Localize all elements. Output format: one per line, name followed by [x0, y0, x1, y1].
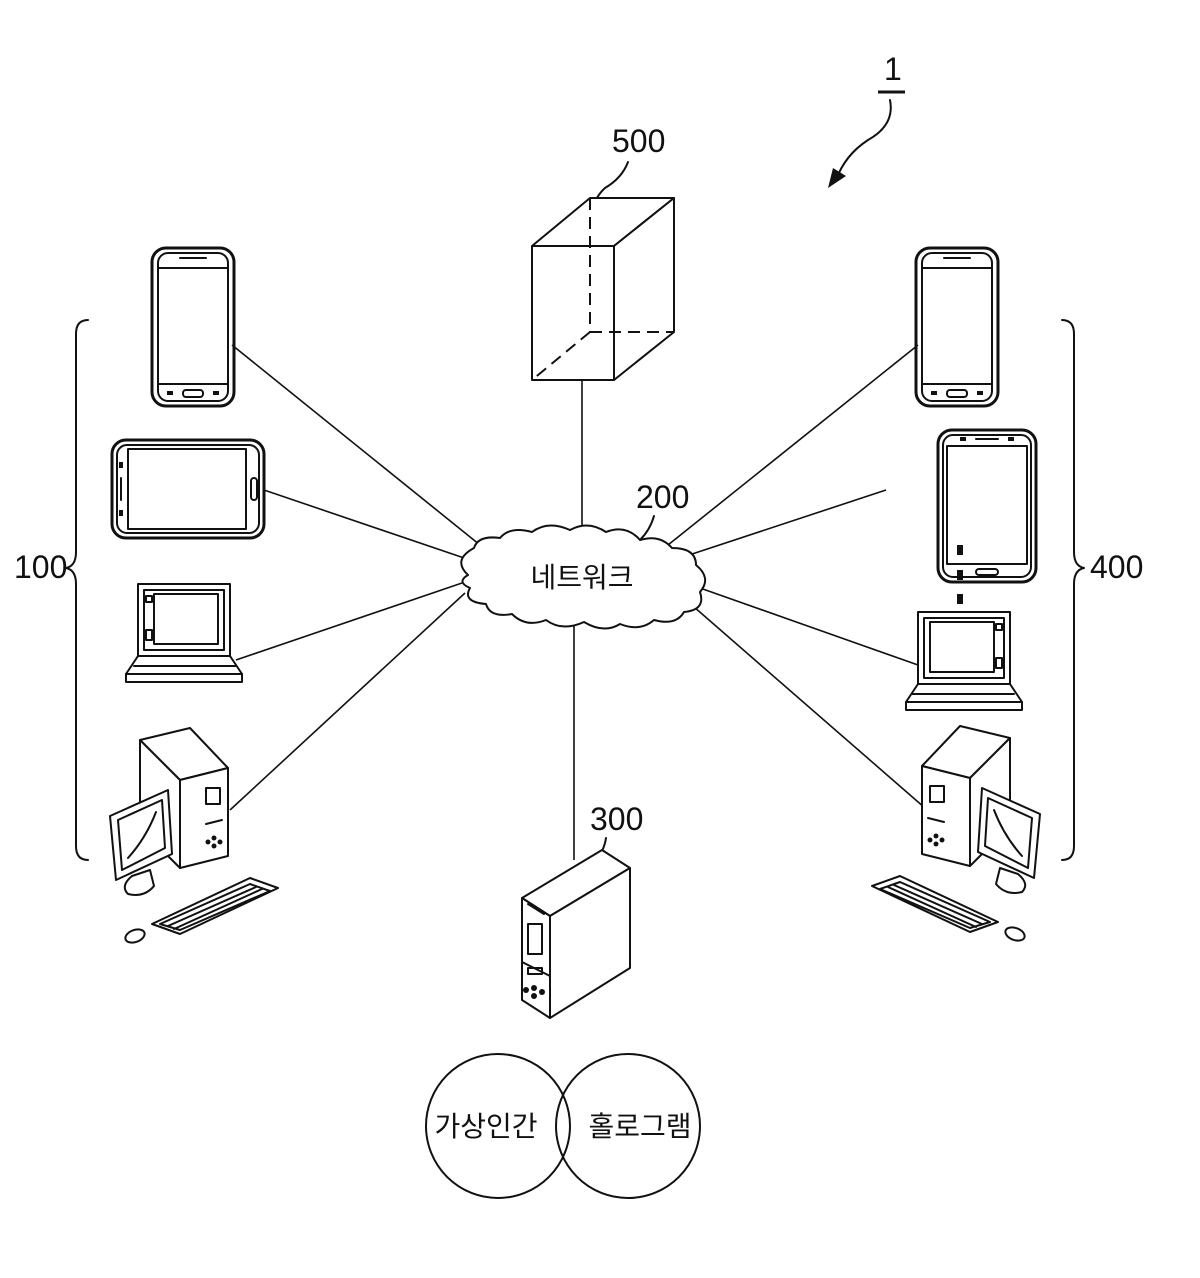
tablet-icon: [938, 430, 1036, 582]
connection-right-desktop: [686, 600, 925, 808]
network-text: 네트워크: [530, 561, 633, 594]
server-label: 300: [590, 801, 643, 837]
connection-right-tablet: [680, 490, 886, 558]
server-node: 300: [522, 801, 643, 1018]
connection-left-desktop: [230, 593, 465, 810]
desktop-computer-icon: [110, 728, 278, 945]
smartphone-icon: [152, 248, 234, 406]
venn-right-label: 홀로그램: [588, 1110, 691, 1143]
laptop-icon: [126, 584, 242, 682]
left-group-label: 100: [14, 549, 67, 585]
network-node: 200 네트워크: [461, 479, 705, 629]
connection-left-tablet: [264, 490, 470, 560]
venn-left-label: 가상인간: [434, 1110, 537, 1143]
desktop-computer-icon: [872, 726, 1040, 943]
connection-right-laptop: [700, 588, 918, 665]
tablet-icon: [112, 440, 264, 538]
storage-node: 500: [532, 123, 674, 380]
system-label: 1: [884, 51, 902, 87]
tower-server-icon: [522, 850, 630, 1018]
laptop-icon: [906, 612, 1022, 710]
left-brace: [66, 320, 88, 860]
database-box-icon: [532, 198, 674, 380]
right-brace: [1062, 320, 1084, 860]
venn-diagram: 가상인간 홀로그램: [426, 1054, 700, 1198]
connection-left-phone: [232, 345, 480, 545]
right-client-group: 400: [872, 248, 1143, 943]
storage-label: 500: [612, 123, 665, 159]
system-reference: 1: [828, 51, 905, 188]
left-client-group: 100: [14, 248, 278, 945]
right-group-label: 400: [1090, 549, 1143, 585]
connection-left-laptop: [236, 583, 462, 660]
smartphone-icon: [916, 248, 998, 406]
connection-right-phone: [668, 345, 918, 545]
network-ref-label: 200: [636, 479, 689, 515]
vertical-ellipsis-icon: [957, 545, 963, 604]
